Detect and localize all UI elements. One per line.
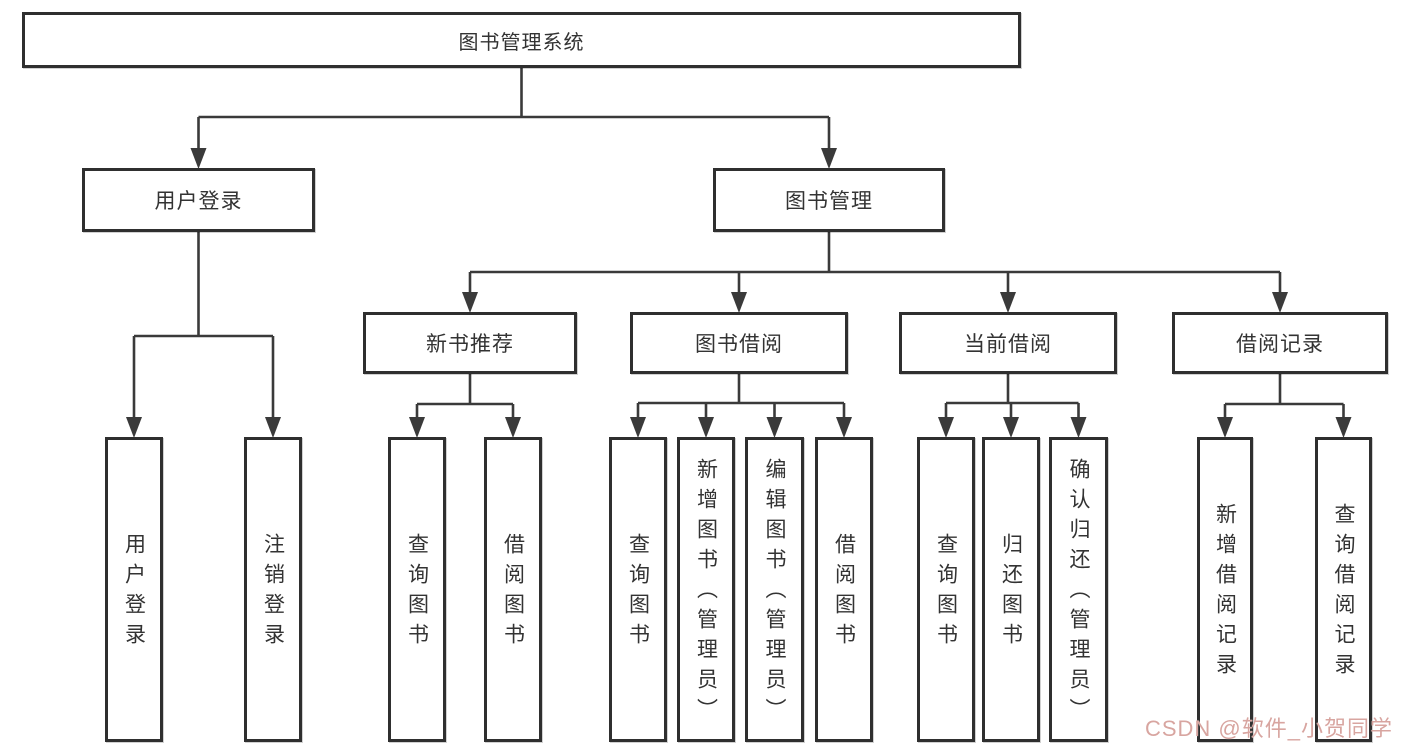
arrowhead-icon [505, 417, 521, 438]
node-cb-query: 查询图书 [917, 437, 975, 742]
arrowhead-icon [1335, 417, 1352, 438]
node-cb-confirm: 确认归还（管理员） [1049, 437, 1108, 742]
node-login: 用户登录 [82, 168, 315, 232]
arrowhead-icon [1000, 292, 1016, 313]
node-logout: 注销登录 [244, 437, 302, 742]
arrowhead-icon [265, 417, 281, 438]
arrowhead-icon [409, 417, 425, 438]
node-bb-borrow: 借阅图书 [815, 437, 873, 742]
arrowhead-icon [190, 148, 207, 169]
node-bb-query: 查询图书 [609, 437, 667, 742]
arrowhead-icon [766, 417, 783, 438]
arrowhead-icon [938, 417, 954, 438]
arrowhead-icon [1272, 292, 1288, 313]
arrowhead-icon [731, 292, 747, 313]
node-book-mgmt: 图书管理 [713, 168, 945, 232]
node-bb-edit: 编辑图书（管理员） [745, 437, 804, 742]
node-root: 图书管理系统 [22, 12, 1021, 68]
node-user-login: 用户登录 [105, 437, 163, 742]
arrowhead-icon [462, 292, 478, 313]
node-new-book: 新书推荐 [363, 312, 577, 374]
node-borrow-records: 借阅记录 [1172, 312, 1388, 374]
node-br-add: 新增借阅记录 [1197, 437, 1253, 742]
node-bb-add: 新增图书（管理员） [677, 437, 735, 742]
arrowhead-icon [821, 148, 837, 169]
arrowhead-icon [1003, 417, 1019, 438]
csdn-watermark: CSDN @软件_小贺同学 [1144, 716, 1393, 741]
arrowhead-icon [698, 417, 714, 438]
node-book-borrow: 图书借阅 [630, 312, 848, 374]
node-br-query: 查询借阅记录 [1315, 437, 1372, 742]
arrowhead-icon [836, 417, 852, 438]
node-nb-borrow: 借阅图书 [484, 437, 542, 742]
node-cb-return: 归还图书 [982, 437, 1040, 742]
arrowhead-icon [1070, 417, 1087, 438]
node-current-borrow: 当前借阅 [899, 312, 1117, 374]
arrowhead-icon [630, 417, 646, 438]
arrowhead-icon [126, 417, 142, 438]
arrowhead-icon [1217, 417, 1233, 438]
node-nb-query: 查询图书 [388, 437, 446, 742]
